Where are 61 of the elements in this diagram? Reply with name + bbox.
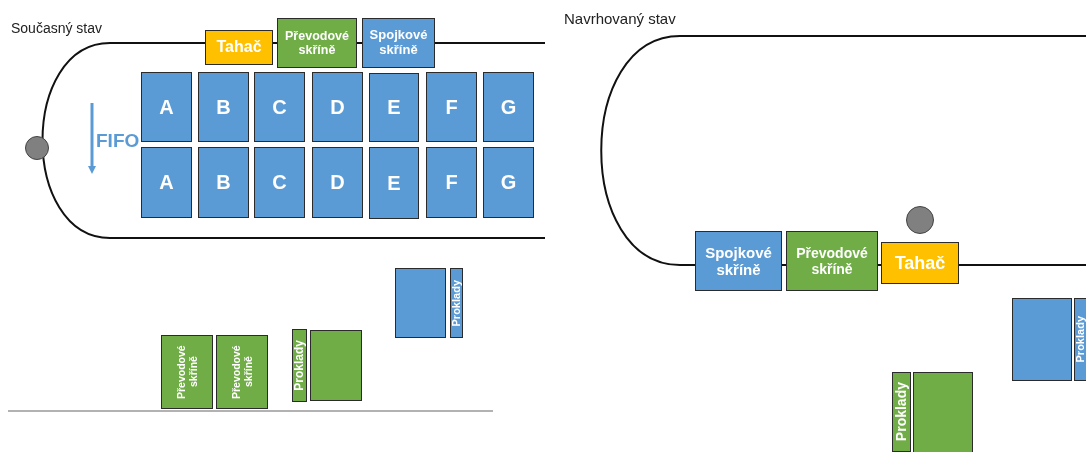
box-label: Spojkové skříně [704,243,773,279]
empty-box [395,268,446,338]
rack-letter: B [216,171,231,194]
box-label: Proklady [893,382,910,442]
storage-box [362,18,435,68]
rack-letter: G [500,95,517,119]
rack-letter: E [387,96,401,119]
storage-box [205,30,273,65]
rack-box [198,72,249,142]
rack-letter: G [500,171,517,194]
section-heading: Současný stav [11,20,103,36]
rack-letter: A [159,95,174,119]
box-label: Tahač [894,252,946,274]
box-label: Spojkové skříně [368,28,429,58]
box-label: Proklady [292,340,307,391]
storage-box [1074,298,1086,381]
storage-box [450,268,463,338]
rack-letter: F [445,171,458,194]
rack-box [369,147,419,219]
rack-box [141,72,192,142]
empty-box [913,372,973,452]
rack-box [198,147,249,218]
rack-letter: C [272,95,287,119]
marker-circle [25,136,49,160]
rack-box [426,147,477,218]
fifo-label: FIFO [96,130,140,152]
storage-box [216,335,268,409]
rack-box [426,72,477,142]
storage-box [786,231,878,291]
rack-box [369,73,419,142]
storage-box [277,18,357,68]
rack-box [483,72,534,142]
rack-box [141,147,192,218]
rack-letter: F [445,95,458,119]
rack-letter: A [159,171,174,194]
rack-box [254,147,305,218]
box-label: Proklady [450,279,463,327]
box-label: Převodové skříně [229,344,255,401]
storage-box [161,335,213,409]
rack-letter: C [272,171,287,194]
rack-box [312,147,363,218]
rack-box [254,72,305,142]
storage-box [881,242,959,284]
empty-box [1012,298,1072,381]
rack-letter: B [216,95,231,119]
storage-box [892,372,911,452]
rack-letter: D [330,95,345,119]
box-label: Proklady [1074,316,1086,363]
box-label: Tahač [216,38,262,57]
box-label: Převodové skříně [795,244,869,278]
storage-box [292,329,307,402]
box-label: Převodové skříně [284,28,350,58]
marker-circle [906,206,934,234]
rack-box [312,72,363,142]
box-label: Převodové skříně [174,344,200,401]
empty-box [310,330,362,401]
rack-letter: E [387,171,401,195]
rack-box [483,147,534,218]
rack-letter: D [330,171,345,194]
section-heading: Navrhovaný stav [564,10,676,27]
storage-box [695,231,782,291]
